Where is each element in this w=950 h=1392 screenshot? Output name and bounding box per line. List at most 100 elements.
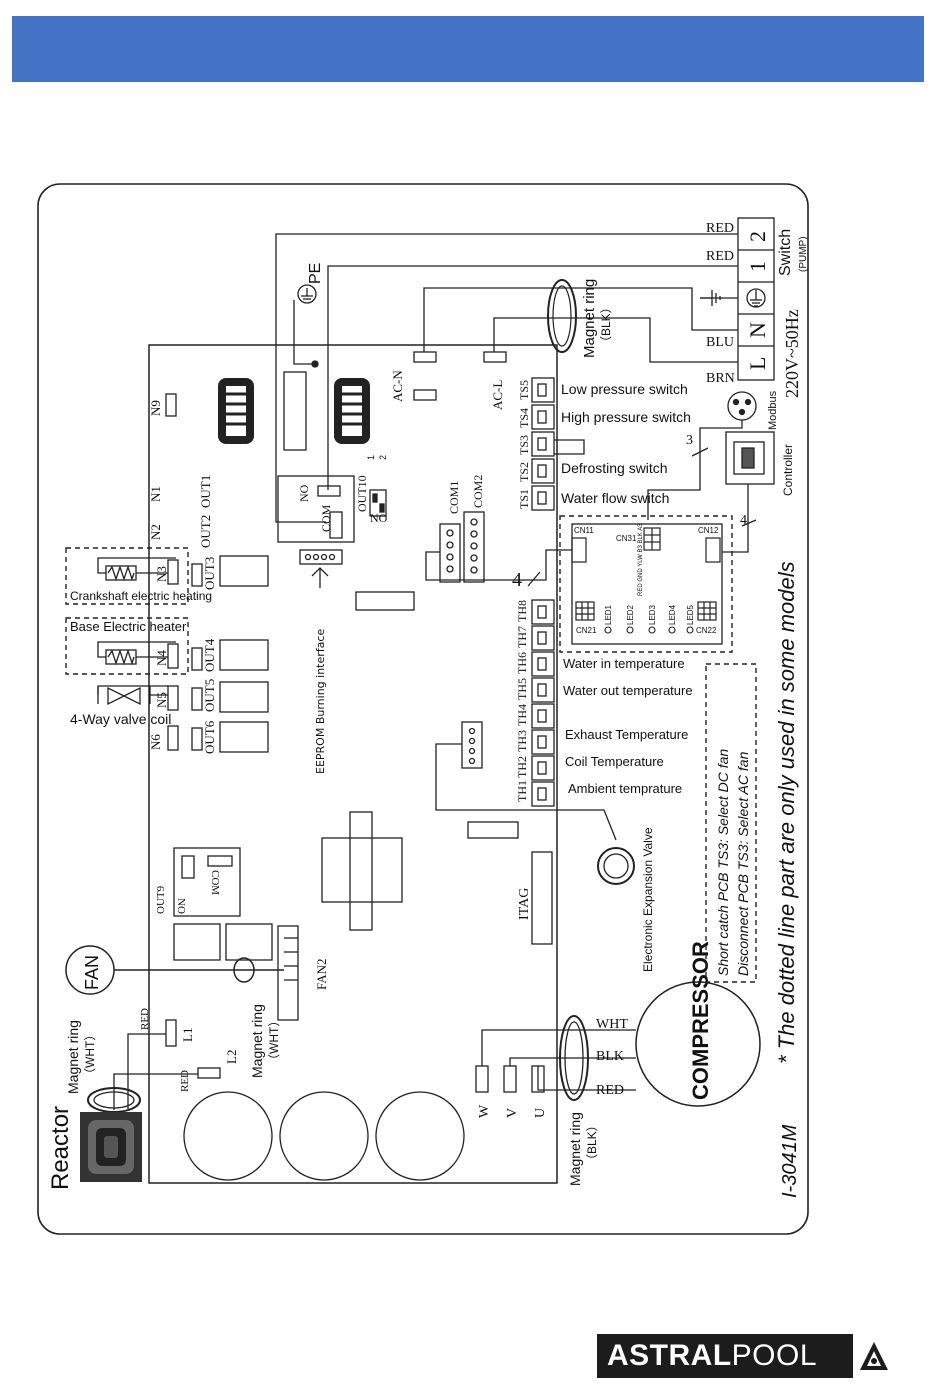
- out5-label: OUT5: [202, 679, 217, 712]
- ground-icon: [700, 290, 721, 306]
- blk-paren-bottom: （BLK）: [585, 1119, 599, 1166]
- red-label-l2: RED: [179, 1070, 191, 1092]
- n3-terminal: [167, 559, 179, 585]
- exhaust-label: Exhaust Temperature: [565, 727, 688, 742]
- expansion-leds: [604, 626, 694, 634]
- com-connectors: [439, 511, 485, 583]
- ts3-label: TS3: [517, 435, 531, 455]
- cn22-label: CN22: [696, 626, 717, 635]
- terminal-block: [737, 217, 775, 381]
- out9-label: OUT9: [155, 885, 167, 914]
- out3-label: OUT3: [202, 557, 217, 590]
- astralpool-logo: ASTRALPOOL: [597, 1334, 895, 1378]
- pcb-board: [148, 344, 558, 1184]
- base-heater-dashed-group: [65, 617, 189, 675]
- no-label-out10-b: NO: [370, 511, 388, 525]
- com-label-out10: COM: [319, 504, 333, 532]
- red-wire-label-comp: RED: [596, 1083, 624, 1098]
- pe-ground-icon: [297, 284, 319, 368]
- water-out-label: Water out temperature: [563, 683, 693, 698]
- modbus-connector-icon: [647, 391, 757, 520]
- wire-4-link-label: 4: [512, 569, 522, 591]
- itag-component: [531, 851, 553, 945]
- low-pressure-label: Low pressure switch: [561, 381, 688, 397]
- no-label-out10: NO: [297, 484, 311, 502]
- wht-wire-label: WHT: [596, 1017, 628, 1032]
- magnet-ring-blk-paren: （BLK）: [599, 301, 613, 348]
- red-wire-label-2: RED: [706, 249, 734, 264]
- supply-label: 220V~50Hz: [782, 309, 802, 398]
- switch-label: Switch: [777, 229, 794, 276]
- n6-terminal: [167, 725, 179, 751]
- water-in-label: Water in temperature: [563, 656, 685, 671]
- crankshaft-dashed-group: [65, 547, 189, 605]
- pe-label: PE: [307, 263, 324, 284]
- dotted-note: * The dotted line part are only used in …: [774, 561, 799, 1064]
- out10-label: OUT10: [355, 475, 369, 512]
- n2-label: N2: [148, 524, 163, 540]
- magnet-ring-blk-bottom-label: Magnet ring: [567, 1112, 583, 1186]
- red-label-l1: RED: [139, 1008, 151, 1030]
- n9-terminal: [165, 393, 177, 417]
- led4-label: LED4: [668, 604, 677, 625]
- ts5-label: TS5: [517, 380, 531, 400]
- model-label: I-3041M: [779, 1124, 801, 1198]
- com1-label: COM1: [447, 481, 461, 514]
- l2-label: L2: [224, 1050, 239, 1064]
- modbus-label: Modbus: [767, 390, 779, 430]
- n4-terminal: [167, 643, 179, 669]
- led3-label: LED3: [648, 604, 657, 625]
- wire-3-label: 3: [686, 433, 693, 448]
- reactor-icon: [80, 1112, 142, 1182]
- led2-label: LED2: [626, 604, 635, 625]
- water-flow-label: Water flow switch: [561, 490, 669, 506]
- magnet-ring-wht-label: Magnet ring: [65, 1020, 81, 1094]
- u-label: U: [533, 1108, 548, 1118]
- astralpool-triangle-icon: [851, 1334, 895, 1378]
- eev-label: Electronic Expansion Valve: [641, 827, 655, 972]
- diagram-frame: [37, 183, 809, 1235]
- magnet-ring-blk-top: [547, 279, 577, 353]
- dip-2-label: 2: [378, 455, 388, 460]
- cn12-label: CN12: [698, 526, 719, 535]
- expansion-pcb: [571, 523, 723, 645]
- ambient-label: Ambient temprature: [568, 781, 682, 796]
- itag-label: ITAG: [517, 888, 532, 920]
- ts4-label: TS4: [517, 408, 531, 428]
- base-heater-label: Base Electric heater: [70, 619, 187, 634]
- fan2-block: [173, 923, 299, 1021]
- th5-label: TH5: [515, 678, 529, 700]
- out10-relay: [277, 475, 387, 543]
- out9-relay: [173, 847, 241, 917]
- pump-label: (PUMP): [798, 236, 809, 272]
- eeprom-label: EEPROM Burning interface: [314, 629, 327, 774]
- no-label-out9: NO: [175, 898, 187, 914]
- out1-label: OUT1: [198, 475, 213, 508]
- ac-l-label: AC-L: [490, 380, 505, 410]
- compressor-wires: [475, 1015, 636, 1101]
- coil-label: Coil Temperature: [565, 754, 664, 769]
- earth-icon: [750, 290, 762, 307]
- note-line-1: Short catch PCB TS3: Select DC fan: [715, 749, 731, 976]
- logo-wordmark: ASTRALPOOL: [607, 1339, 818, 1372]
- n5-label: N5: [154, 692, 169, 708]
- fan-icon: [65, 945, 284, 995]
- led1-label: LED1: [604, 604, 613, 625]
- terminal-l-label: L: [745, 357, 770, 370]
- four-way-valve-icon: [97, 685, 168, 706]
- ts2-label: TS2: [517, 462, 531, 482]
- compressor-icon: [635, 981, 761, 1107]
- crankshaft-label: Crankshaft electric heating: [70, 589, 212, 603]
- terminal-n-label: N: [745, 322, 770, 338]
- fan-label: FAN: [82, 955, 102, 990]
- wire-4-controller-label: 4: [740, 513, 747, 528]
- capacitors: [183, 1091, 465, 1181]
- n3-label: N3: [154, 566, 169, 582]
- out6-label: OUT6: [202, 720, 217, 754]
- link-wire-4: [425, 549, 572, 587]
- cn21-label: CN21: [576, 626, 597, 635]
- com-label-out9: COM: [209, 870, 221, 895]
- blk-wire-label: BLK: [596, 1049, 624, 1064]
- out4-label: OUT4: [202, 638, 217, 672]
